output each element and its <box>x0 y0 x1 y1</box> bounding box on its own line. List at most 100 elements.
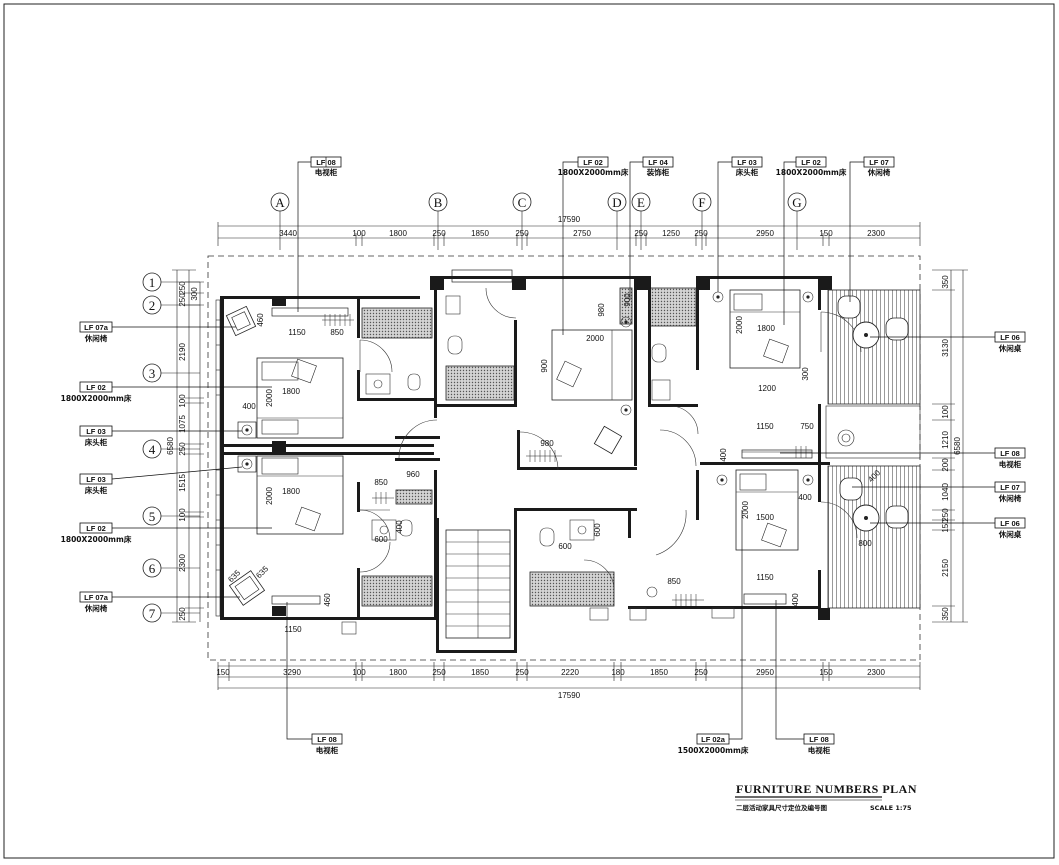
tv-cabinets <box>271 307 813 605</box>
wall <box>434 470 437 620</box>
grid-label-4: 4 <box>149 442 156 457</box>
tag-bottom-tv-cabinet-left: LF 08 电视柜 <box>286 602 343 755</box>
room-dim: 400 <box>395 520 404 534</box>
grid-column-a: A <box>270 192 290 250</box>
wall <box>648 276 651 406</box>
tag-code: LF 04 <box>648 158 668 167</box>
tag-code: LF 02a <box>701 735 726 744</box>
grid-row-6: 6 <box>142 558 200 578</box>
grid-label-a: A <box>275 195 285 210</box>
wall <box>514 320 517 407</box>
grid-label-2: 2 <box>149 298 156 313</box>
lounge-chair-center <box>593 425 623 455</box>
room-dim: 1200 <box>758 384 776 393</box>
rail-ticks <box>324 314 807 606</box>
drawing-subtitle: 二层活动家具尺寸定位及编号图 <box>736 803 828 812</box>
column <box>634 276 648 290</box>
tag-desc: 1800X2000mm床 <box>61 393 132 403</box>
tag-bottom-bed-1500: LF 02a 1500X2000mm床 <box>678 510 749 755</box>
tag-desc: 装饰柜 <box>646 167 670 177</box>
top-dim-seg: 150 <box>819 229 833 238</box>
room-dim: 400 <box>719 448 728 462</box>
room-dim: 960 <box>406 470 420 479</box>
room-dim: 460 <box>256 313 265 327</box>
top-dim-seg: 250 <box>432 229 446 238</box>
tag-code: LF 08 <box>316 158 336 167</box>
tag-code: LF 03 <box>86 475 106 484</box>
wall <box>818 404 821 464</box>
plant <box>837 429 855 447</box>
tag-code: LF 07 <box>1000 483 1020 492</box>
wall <box>696 290 699 370</box>
wardrobe-hatched <box>361 307 433 339</box>
grid-rows: 1 2 3 4 5 6 7 <box>142 272 200 623</box>
tag-desc: 休闲椅 <box>867 167 891 177</box>
tag-desc: 床头柜 <box>85 437 108 447</box>
bed-upper-right <box>729 289 801 369</box>
room-dim: 750 <box>800 422 814 431</box>
grid-label-c: C <box>518 195 527 210</box>
room-dim: 600 <box>558 542 572 551</box>
room-dim: 400 <box>242 402 256 411</box>
room-dim: 1800 <box>282 387 300 396</box>
bed-room3 <box>256 357 344 439</box>
top-dimensions: 17590 3440 100 1800 250 1850 250 2750 25… <box>217 215 921 246</box>
wall <box>628 508 631 538</box>
tag-top-bed-center: LF 02 1800X2000mm床 <box>558 156 629 335</box>
lounge-chair-top-left <box>225 305 257 337</box>
room-dim: 800 <box>858 539 872 548</box>
window <box>451 269 513 283</box>
bottom-dim-seg: 1850 <box>650 668 668 677</box>
wall <box>357 482 360 512</box>
title-block: FURNITURE NUMBERS PLAN 二层活动家具尺寸定位及编号图 SC… <box>735 782 917 812</box>
tag-left-bed-5: LF 02 1800X2000mm床 <box>61 522 272 544</box>
room-dim: 1150 <box>756 573 774 582</box>
right-total-dim: 6580 <box>953 437 962 455</box>
bottom-dim-seg: 180 <box>611 668 625 677</box>
top-dim-seg: 3440 <box>279 229 297 238</box>
tag-desc: 电视柜 <box>316 745 339 755</box>
top-total-dim: 17590 <box>558 215 581 224</box>
bed-center <box>551 329 633 401</box>
bottom-dim-seg: 2950 <box>756 668 774 677</box>
tag-right-tv-cabinet: LF 08 电视柜 <box>780 447 1026 469</box>
left-dim-seg: 1075 <box>178 415 187 433</box>
tag-code: LF 03 <box>737 158 757 167</box>
sanitary-fixtures <box>341 295 735 635</box>
window-ticks <box>216 319 220 571</box>
room-dim: 850 <box>330 328 344 337</box>
grid-label-d: D <box>612 195 621 210</box>
tag-desc: 电视柜 <box>315 167 338 177</box>
left-dim-seg: 2300 <box>178 554 187 572</box>
tag-desc: 休闲桌 <box>998 343 1022 353</box>
grid-label-6: 6 <box>149 561 156 576</box>
tag-desc: 1800X2000mm床 <box>558 167 629 177</box>
right-dim-seg: 350 <box>941 275 950 289</box>
right-dim-seg: 1210 <box>941 431 950 449</box>
grid-column-f: F <box>692 192 712 250</box>
tag-top-nightstand: LF 03 床头柜 <box>717 156 763 292</box>
wall <box>395 436 440 439</box>
left-dim-seg: 250 <box>178 442 187 456</box>
wall <box>517 276 637 279</box>
sheet-border <box>3 3 1055 859</box>
bottom-dim-seg: 250 <box>432 668 446 677</box>
wall <box>818 290 821 310</box>
bottom-dim-seg: 150 <box>216 668 230 677</box>
grid-label-7: 7 <box>149 606 156 621</box>
furniture-tags: LF 08 电视柜 LF 02 1800X2000mm床 LF 04 装饰柜 L… <box>61 156 1026 755</box>
column <box>512 276 526 290</box>
bottom-total-dim: 17590 <box>558 691 581 700</box>
wall <box>357 296 360 338</box>
tag-code: LF 07 <box>869 158 889 167</box>
room-dim: 2000 <box>265 389 274 407</box>
nightstands <box>237 291 814 486</box>
wall <box>437 404 517 407</box>
bed-lower-right <box>735 469 799 551</box>
tag-right-lounge-chair: LF 07 休闲椅 <box>852 481 1026 503</box>
wall <box>434 276 437 418</box>
right-dim-seg: 3130 <box>941 339 950 357</box>
room-dim: 1800 <box>282 487 300 496</box>
tag-top-tv-cabinet: LF 08 电视柜 <box>297 156 342 312</box>
